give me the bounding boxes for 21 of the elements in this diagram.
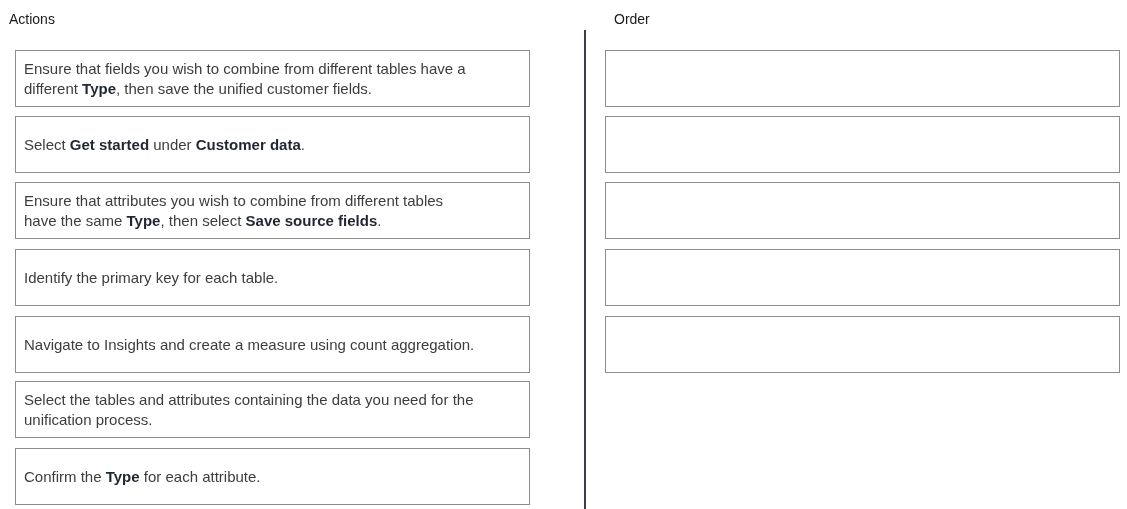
action-text: Select Get started under Customer data. [24,134,305,155]
action-text: Identify the primary key for each table. [24,267,279,288]
action-text: Navigate to Insights and create a measure using count aggregation. [24,334,475,355]
action-card [15,381,530,438]
answer-box [605,116,1120,173]
action-card [15,316,530,373]
action-card [15,448,530,505]
action-text: Ensure that attributes you wish to combine from different tables have the same Type, then select Save source fields. [24,190,445,231]
action-text: Confirm the Type for each attribute. [24,466,261,487]
answer-box [605,50,1120,107]
answer-box [605,182,1120,239]
action-card [15,182,530,239]
column-heading: Order [614,10,650,28]
answer-box [605,249,1120,306]
action-card [15,116,530,173]
action-card [15,50,530,107]
action-text: Select the tables and attributes containing the data you need for the unification process. [24,389,475,430]
action-card [15,249,530,306]
column-heading: Actions [9,10,55,28]
answer-box [605,316,1120,373]
action-text: Ensure that fields you wish to combine from different tables have a different Type, then save the unified customer fields. [24,58,467,99]
